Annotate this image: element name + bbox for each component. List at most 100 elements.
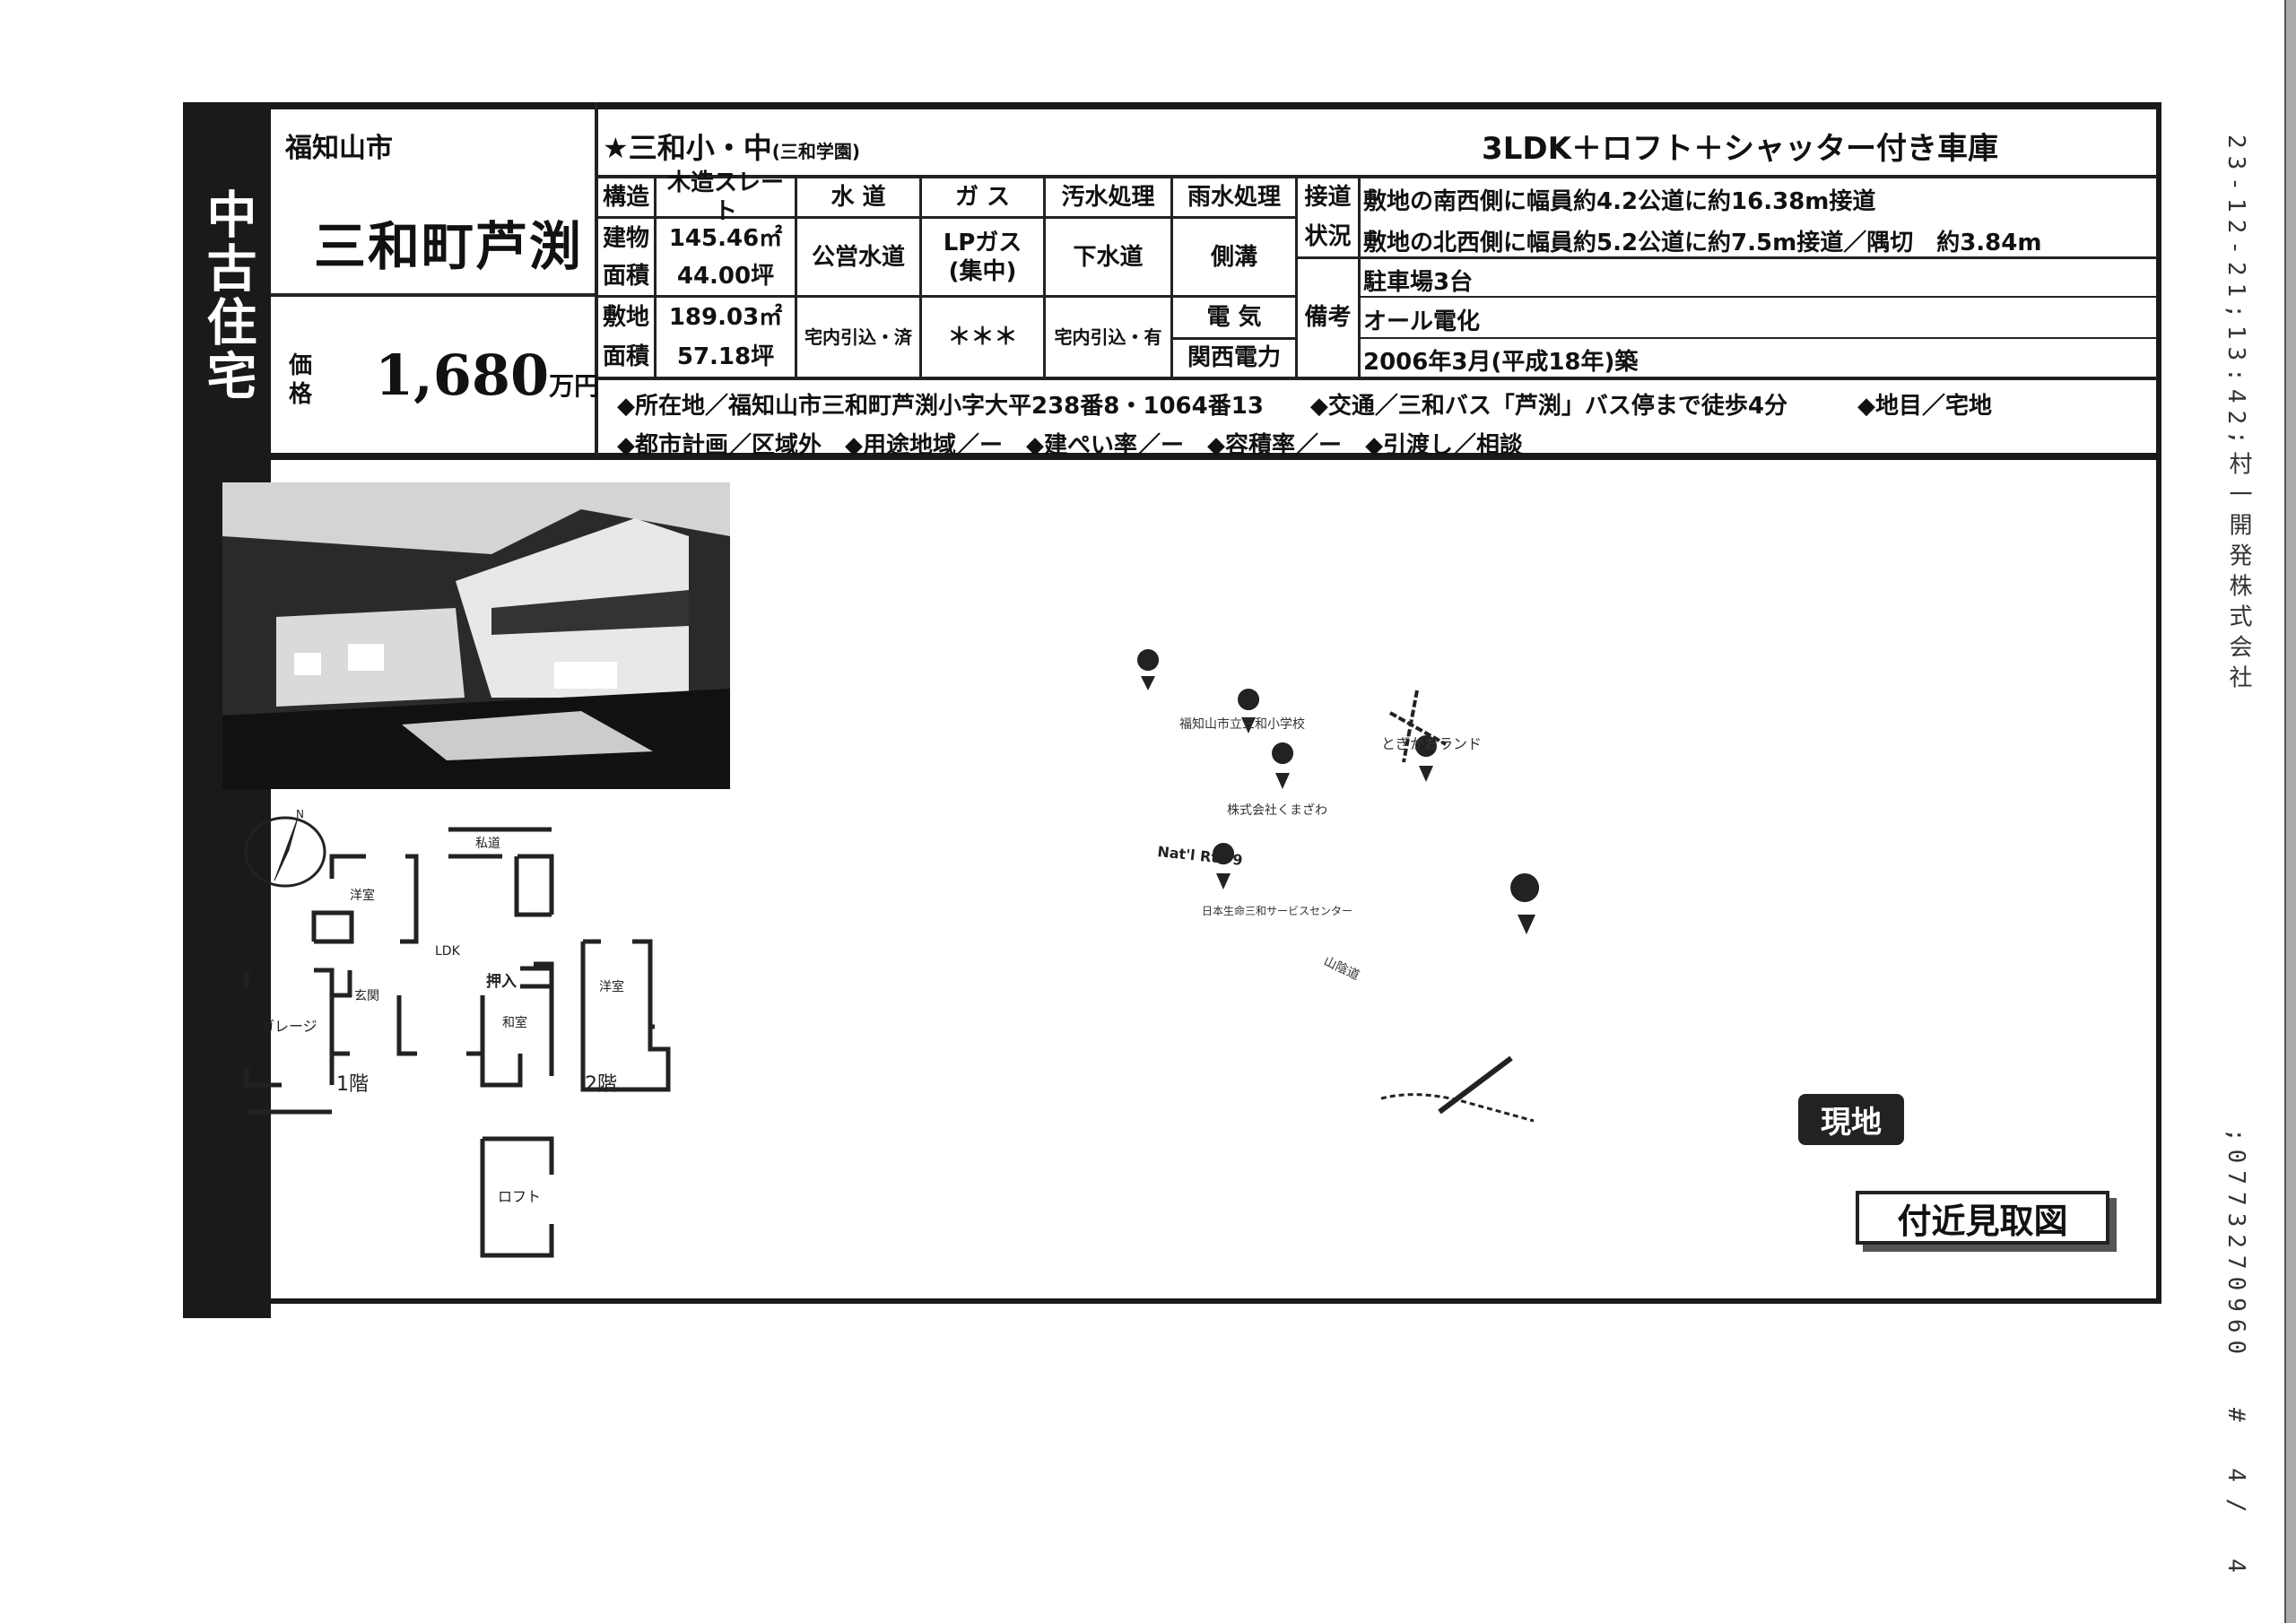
gas-header: ガ ス <box>954 183 1011 211</box>
page-edge <box>2284 0 2296 1623</box>
room-label: 押入 <box>486 972 517 991</box>
divider <box>1358 176 1361 378</box>
floor-area-ratio: ◆容積率／ー <box>1207 432 1343 459</box>
map-place: 福知山市立三和小学校 <box>1179 716 1305 732</box>
map-place: 山陰道 <box>1321 954 1361 983</box>
divider <box>1359 296 2157 298</box>
road-label: 状況 <box>1304 222 1352 250</box>
map-pin-icon <box>1137 649 1540 934</box>
price-unit: 万円 <box>549 371 600 401</box>
remark-item: 駐車場3台 <box>1363 269 1474 296</box>
gas-type: LPガス <box>943 229 1022 256</box>
price-value: 1,680 <box>375 343 550 408</box>
divider <box>795 176 797 378</box>
school: ★三和小・中(三和学園) <box>603 126 860 167</box>
land-m2: 189.03㎡ <box>668 303 783 331</box>
price-label: 価格 <box>289 352 313 408</box>
map-place: とぎかおランド <box>1381 735 1482 752</box>
sewage-value: 下水道 <box>1073 243 1144 271</box>
divider <box>1296 256 2157 259</box>
location: ◆所在地／福知山市三和町芦渕小字大平238番8・1064番13 <box>617 393 1264 420</box>
divider <box>1295 176 1298 378</box>
electric-value: 関西電力 <box>1187 343 1281 371</box>
header-bottom-rule <box>183 453 2161 460</box>
room-label: 和室 <box>502 1015 527 1030</box>
divider <box>1170 176 1173 378</box>
school-sub: (三和学園) <box>771 141 860 162</box>
map-title: 付近見取図 <box>1856 1191 2109 1245</box>
divider <box>1359 337 2157 339</box>
building-label: 建物 <box>602 224 649 252</box>
room-label: 洋室 <box>599 979 624 994</box>
bullet-line-1: ◆所在地／福知山市三和町芦渕小字大平238番8・1064番13 ◆交通／三和バス… <box>617 387 1992 421</box>
land-tsubo: 57.18坪 <box>676 343 775 370</box>
zoning: ◆用途地域／ー <box>845 432 1004 459</box>
north-arrow-icon <box>244 816 326 888</box>
room-label: 玄関 <box>354 988 379 1003</box>
land-category: ◆地目／宅地 <box>1857 393 1993 420</box>
divider <box>596 295 1296 298</box>
access: ◆交通／三和バス「芦渕」バス停まで徒歩4分 <box>1309 393 1788 420</box>
fax-page: # 4/ 4 <box>2222 1408 2249 1589</box>
building-m2: 145.46㎡ <box>668 224 783 252</box>
gas-hookup: ＊＊＊ <box>947 323 1018 351</box>
bullet-line-2: ◆都市計画／区域外 ◆用途地域／ー ◆建ぺい率／ー ◆容積率／ー ◆引渡し／相談 <box>617 427 1523 460</box>
electric-label: 電 気 <box>1206 303 1262 331</box>
structure-label: 構造 <box>602 183 649 211</box>
road-label: 接道 <box>1304 183 1352 211</box>
divider <box>271 293 596 297</box>
gas-note: (集中) <box>948 258 1017 285</box>
room-label: ロフト <box>498 1188 541 1205</box>
land-label: 敷地 <box>602 303 649 331</box>
road-line-2: 敷地の北西側に幅員約5.2公道に約7.5m接道／隅切 約3.84m <box>1363 230 2042 256</box>
building-tsubo: 44.00坪 <box>676 262 775 290</box>
floor-1-label: 1階 <box>336 1073 369 1096</box>
room-label: ガレージ <box>260 1018 317 1035</box>
vicinity-map: 福知山市立三和小学校 株式会社くまざわ とぎかおランド 日本生命三和サービスセン… <box>1137 649 1540 1123</box>
map-place: 株式会社くまざわ <box>1227 803 1327 818</box>
fax-phone: ;0773270960 <box>2222 1128 2249 1362</box>
north-label: N <box>296 808 304 820</box>
house-photo <box>222 482 730 789</box>
area-name: 三和町芦渕 <box>314 216 584 277</box>
room-label: LDK <box>435 944 461 959</box>
fax-sender: ;村一開発株式会社 <box>2225 430 2252 696</box>
map-place: 日本生命三和サービスセンター <box>1202 904 1352 917</box>
divider <box>596 377 2157 380</box>
floor-2-label: 2階 <box>585 1073 617 1096</box>
divider <box>1043 176 1046 378</box>
land-label: 面積 <box>602 343 649 370</box>
divider <box>596 216 1296 219</box>
rain-value: 側溝 <box>1210 243 1257 271</box>
water-header: 水 道 <box>831 183 886 211</box>
city: 福知山市 <box>285 133 393 164</box>
floor-plan: ガレージ 玄関 洋室 LDK 和室 押入 洋室 ロフト 私道 1階 2階 N <box>244 808 671 1258</box>
coverage-ratio: ◆建ぺい率／ー <box>1026 432 1185 459</box>
divider <box>596 175 2157 178</box>
remark-item: オール電化 <box>1363 308 1481 335</box>
fax-timestamp: 23-12-21;13:42 <box>2222 135 2249 432</box>
divider <box>654 176 657 378</box>
divider <box>919 176 922 378</box>
divider <box>1171 337 1296 340</box>
water-hookup: 宅内引込・済 <box>804 325 912 348</box>
building-label: 面積 <box>602 262 649 290</box>
water-value: 公営水道 <box>811 243 905 271</box>
sewage-hookup: 宅内引込・有 <box>1054 325 1162 348</box>
remarks-label: 備考 <box>1304 303 1352 331</box>
sewage-header: 汚水処理 <box>1061 183 1155 211</box>
price: 1,680万円 <box>375 343 599 408</box>
headline: 3LDK＋ロフト＋シャッター付き車庫 <box>1482 131 1998 167</box>
road-line-1: 敷地の南西側に幅員約4.2公道に約16.38m接道 <box>1363 188 1876 215</box>
room-label: 洋室 <box>350 888 375 903</box>
category-label: 中古住宅 <box>198 188 257 404</box>
gas-value: LPガス(集中) <box>922 219 1043 296</box>
school-main: ★三和小・中 <box>603 131 772 165</box>
site-marker-label: 現地 <box>1798 1094 1904 1145</box>
city-planning: ◆都市計画／区域外 <box>617 432 822 459</box>
handover: ◆引渡し／相談 <box>1365 432 1524 459</box>
divider <box>595 102 598 457</box>
room-label: 私道 <box>475 837 500 851</box>
structure-value: 木造スレート <box>666 169 784 226</box>
remark-item: 2006年3月(平成18年)築 <box>1363 349 1639 376</box>
